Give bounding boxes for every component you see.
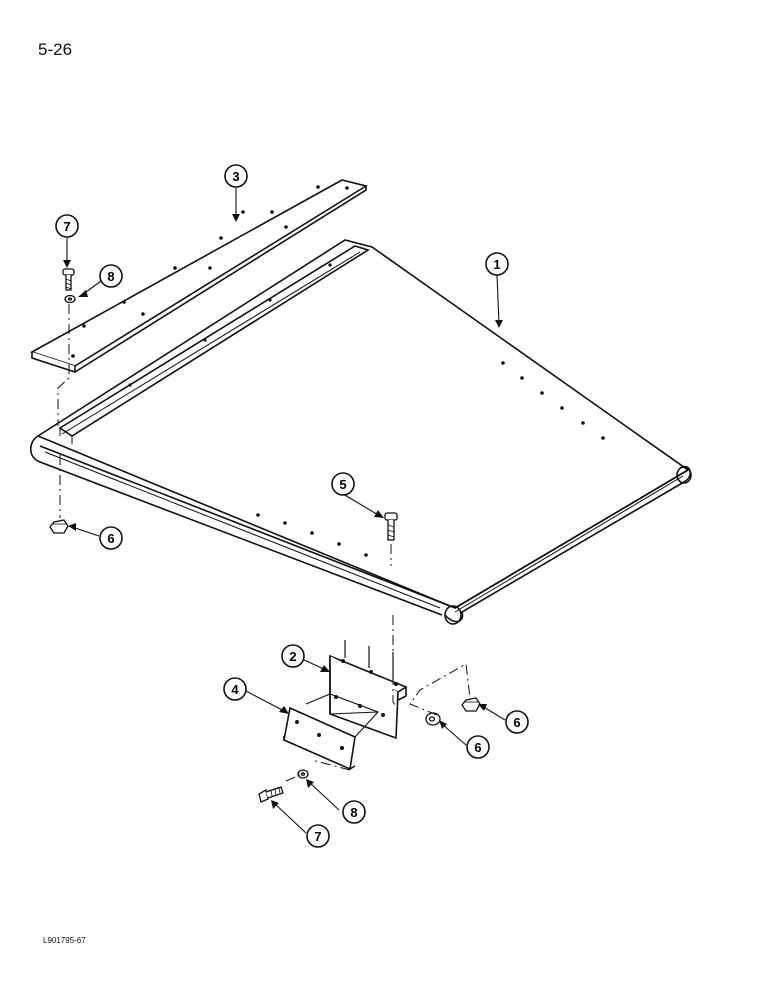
callout-3: 3 [232,169,239,184]
callout-8-top: 8 [107,269,114,284]
callout-5: 5 [339,477,346,492]
washer-8-top [64,294,76,304]
callout-2: 2 [289,649,296,664]
callout-6-right: 6 [513,715,520,730]
callout-6-middle: 6 [474,740,481,755]
callout-7-top: 7 [63,219,70,234]
strip-hole-row [128,263,332,387]
plate-holes [295,720,344,750]
callout-4: 4 [231,682,239,697]
strip-holes [71,185,349,358]
bolt-5 [384,512,398,541]
nut-6-left [49,519,69,534]
callout-circles [55,164,529,848]
washer-8-bottom [297,769,309,779]
nut-6-middle [425,712,441,726]
callout-8-bottom: 8 [350,805,357,820]
panel-hole-row-front [256,513,368,557]
leader-lines [66,188,506,834]
strip-part [30,179,369,374]
bolt-7-bottom [258,786,284,803]
page-number: 5-26 [38,40,73,59]
panel-hole-row-right [501,361,605,440]
callout-6-left: 6 [107,531,114,546]
callout-7-bottom: 7 [314,829,321,844]
figure-code: L901795-67 [43,936,86,945]
bolt-7-top [62,268,75,291]
leader-arrowheads [63,214,503,809]
callout-1: 1 [493,257,500,272]
nut-6-right [461,697,481,712]
assembly-centerlines [57,304,471,782]
bracket-part [329,640,408,740]
panel-part [29,239,692,625]
plate-part [283,693,379,771]
